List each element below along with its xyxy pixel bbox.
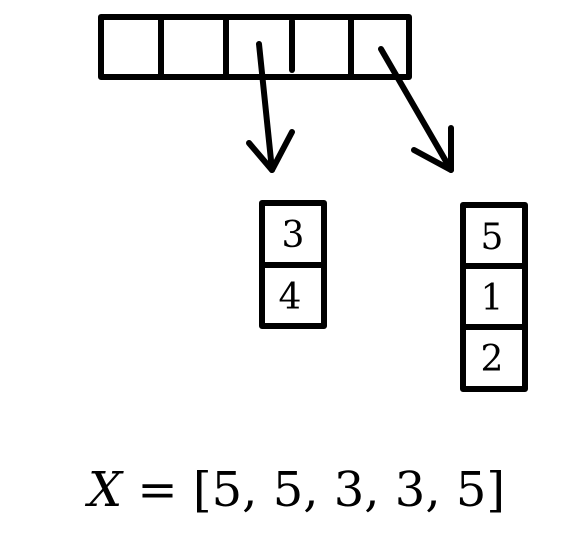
top-array-frame — [98, 14, 412, 80]
equation-variable: X — [88, 462, 123, 518]
array-equation: X = [5, 5, 3, 3, 5] — [88, 462, 505, 518]
top-array — [98, 14, 412, 80]
equation-values: = [5, 5, 3, 3, 5] — [122, 462, 506, 518]
right-bucket-frame — [460, 202, 528, 392]
right-bucket-value-2: 1 — [481, 278, 504, 319]
pointer-arrows — [246, 41, 454, 173]
right-bucket-value-1: 5 — [481, 217, 504, 258]
right-bucket-value-3: 2 — [481, 339, 504, 380]
arrow-to-left-bucket — [246, 41, 295, 173]
left-bucket-value-2: 4 — [279, 277, 302, 318]
left-bucket-value-1: 3 — [282, 215, 305, 256]
right-bucket: 5 1 2 — [460, 202, 528, 392]
left-bucket: 3 4 — [259, 200, 327, 329]
arrow-to-right-bucket — [378, 46, 454, 173]
